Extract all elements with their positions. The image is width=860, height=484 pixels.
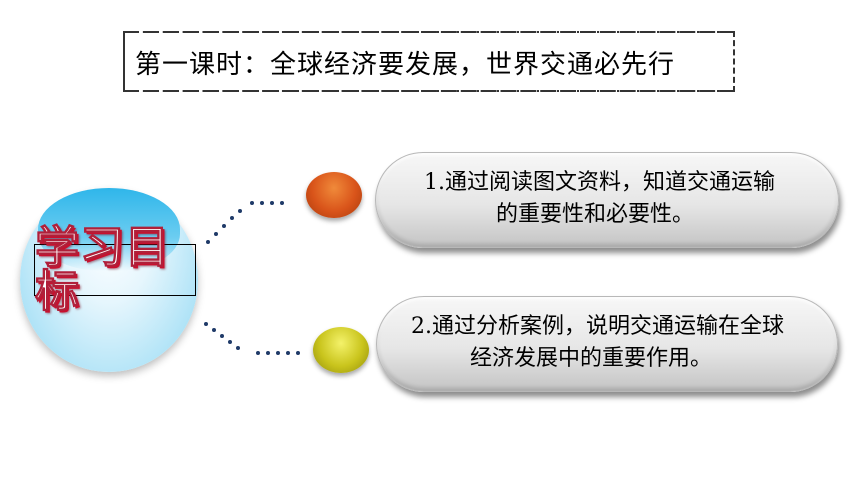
connector-dot (204, 322, 208, 326)
main-circle (20, 188, 198, 372)
connector-dot (228, 340, 232, 344)
objective-card-1: 1.通过阅读图文资料，知道交通运输 的重要性和必要性。 (375, 152, 839, 248)
connector-dot (212, 328, 216, 332)
connector-dot (260, 201, 264, 205)
connector-dot (270, 201, 274, 205)
main-label: 学习目标 (35, 222, 170, 317)
connector-dot (280, 201, 284, 205)
connector-dot (214, 232, 218, 236)
yellow-bullet-icon (313, 327, 369, 373)
connector-dot (236, 346, 240, 350)
main-label-box: 学习目标 (34, 225, 196, 314)
objective-1-line-1: 1.通过阅读图文资料，知道交通运输 (424, 170, 775, 195)
connector-dot (296, 351, 300, 355)
connector-dot (286, 351, 290, 355)
orange-bullet-icon (306, 172, 362, 218)
connector-dot (220, 334, 224, 338)
connector-dot (222, 224, 226, 228)
connector-dot (250, 201, 254, 205)
objective-1-line-2: 的重要性和必要性。 (496, 202, 695, 227)
connector-dot (230, 216, 234, 220)
objective-card-2: 2.通过分析案例，说明交通运输在全球 经济发展中的重要作用。 (376, 296, 838, 392)
connector-dot (276, 351, 280, 355)
connector-dot (266, 351, 270, 355)
connector-dot (238, 209, 242, 213)
connector-dot (256, 351, 260, 355)
objective-2-line-2: 经济发展中的重要作用。 (470, 346, 713, 371)
slide-title: 第一课时：全球经济要发展，世界交通必先行 (135, 50, 676, 80)
connector-dot (206, 240, 210, 244)
title-box: 第一课时：全球经济要发展，世界交通必先行 (123, 31, 735, 92)
objective-2-line-1: 2.通过分析案例，说明交通运输在全球 (411, 314, 784, 339)
